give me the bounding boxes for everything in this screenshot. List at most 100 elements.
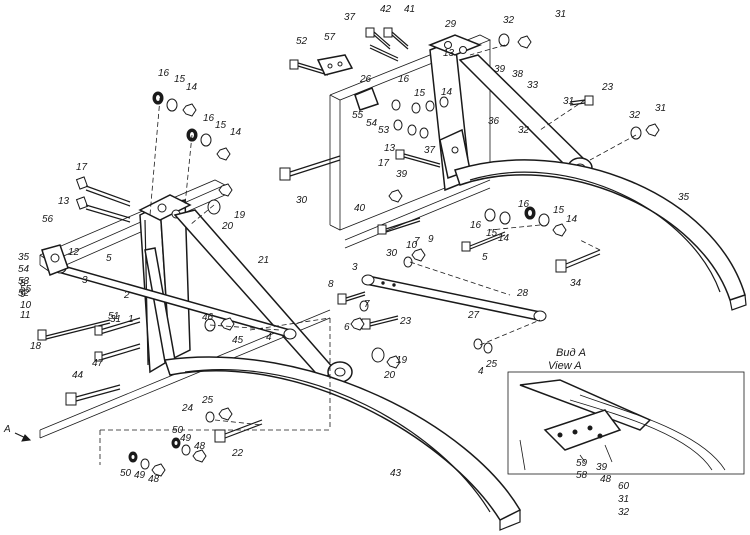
callout-l32c: 32 xyxy=(518,125,530,136)
callout-l30b: 30 xyxy=(386,248,398,259)
callout-l10a: 10 xyxy=(20,300,32,311)
callout-l33: 33 xyxy=(527,80,539,91)
callout-l8a: 8 xyxy=(20,278,26,289)
callout-l4b: 4 xyxy=(478,366,484,377)
callout-l48c: 48 xyxy=(600,474,612,485)
callout-l59: 59 xyxy=(576,458,588,469)
callout-l38: 38 xyxy=(512,69,524,80)
callout-l8b: 8 xyxy=(328,279,334,290)
callout-l53b: 53 xyxy=(18,276,30,287)
callout-l51: 51 xyxy=(108,311,119,322)
left-spring-arc-43 xyxy=(164,356,522,531)
callout-l2: 2 xyxy=(123,290,130,301)
left-hinge-56 xyxy=(41,244,69,276)
callout-l52b: 52 xyxy=(18,288,30,299)
callout-l26: 26 xyxy=(359,74,372,85)
callout-l25b: 25 xyxy=(485,359,498,370)
callout-l16c: 16 xyxy=(398,74,410,85)
callout-l27: 27 xyxy=(467,310,480,321)
bolt-16-right xyxy=(461,231,506,252)
bolt-17-right xyxy=(395,149,441,168)
callout-l49b: 49 xyxy=(134,470,146,481)
right-fasteners xyxy=(316,33,660,354)
callout-l13b: 13 xyxy=(443,48,455,59)
callout-l24: 24 xyxy=(181,403,194,414)
arrow-label: A xyxy=(3,424,11,435)
callout-l58: 58 xyxy=(576,470,588,481)
callout-l19b: 19 xyxy=(396,355,408,366)
callout-l47: 47 xyxy=(92,358,104,369)
callout-l39b: 39 xyxy=(396,169,408,180)
callout-l15a: 15 xyxy=(174,74,186,85)
bolt-23-top xyxy=(569,95,594,106)
bolt-41 xyxy=(383,27,409,50)
callout-l48b: 48 xyxy=(148,474,160,485)
callout-l23b: 23 xyxy=(399,316,412,327)
callout-l55b: 55 xyxy=(20,284,32,295)
callout-l30a: 30 xyxy=(296,195,308,206)
callout-l9b: 9 xyxy=(428,234,434,245)
callout-l15e: 15 xyxy=(553,205,565,216)
callout-l9a: 9 xyxy=(20,289,26,300)
callout-l31e: 31 xyxy=(618,494,629,505)
bolt-34 xyxy=(555,249,601,273)
callout-l13c: 13 xyxy=(384,143,396,154)
right-spring-arc-35 xyxy=(454,159,747,311)
callout-l35b: 35 xyxy=(18,252,30,263)
callout-l40: 40 xyxy=(354,203,366,214)
callout-l32a: 32 xyxy=(503,15,515,26)
callout-l57: 57 xyxy=(324,32,336,43)
callout-l49a: 49 xyxy=(180,433,192,444)
callout-l16b: 16 xyxy=(203,113,215,124)
bolt-44 xyxy=(65,384,121,406)
callout-l17b: 17 xyxy=(378,158,390,169)
view-title-ru: Вид А xyxy=(556,347,586,359)
bolt-30-mid xyxy=(377,217,421,235)
callout-l25a: 25 xyxy=(201,395,214,406)
callout-l15d: 15 xyxy=(486,228,498,239)
callout-l7b: 7 xyxy=(414,236,420,247)
left-bracket-body xyxy=(138,194,353,383)
left-lower-fasteners xyxy=(128,317,401,477)
callout-l42: 42 xyxy=(380,4,392,15)
callout-l6: 6 xyxy=(344,322,350,333)
bolt-30-top xyxy=(279,155,341,181)
callout-l12: 12 xyxy=(68,247,80,258)
callout-l15c: 15 xyxy=(414,88,426,99)
bolt-18-left xyxy=(37,319,111,341)
callout-l3b: 3 xyxy=(352,262,358,273)
callout-l7: 7 xyxy=(364,299,370,310)
callout-l16e: 16 xyxy=(518,199,530,210)
callout-l39c: 39 xyxy=(596,462,608,473)
view-arrow-a xyxy=(14,432,32,442)
right-tie-rod-27 xyxy=(361,274,547,322)
callout-l10b: 10 xyxy=(406,240,418,251)
left-dashed-leaders xyxy=(99,97,331,465)
callout-l15b: 15 xyxy=(215,120,227,131)
callout-l36: 36 xyxy=(488,116,500,127)
callout-l60: 60 xyxy=(618,481,630,492)
callout-l14b: 14 xyxy=(230,127,242,138)
bolt-13-left xyxy=(75,196,131,223)
callout-l20b: 20 xyxy=(383,370,396,381)
callout-l32d: 32 xyxy=(618,507,630,518)
callout-l5a: 5 xyxy=(106,253,112,264)
callout-l32b: 32 xyxy=(629,110,641,121)
callout-l31a: 31 xyxy=(555,9,566,20)
right-bolts xyxy=(279,27,601,330)
callout-l19a: 19 xyxy=(234,210,246,221)
bolt-51 xyxy=(94,317,141,336)
right-dashed-leaders xyxy=(409,44,637,346)
callout-l21: 21 xyxy=(257,255,269,266)
callout-l22: 22 xyxy=(231,448,244,459)
callout-l14a: 14 xyxy=(186,82,198,93)
callout-l44: 44 xyxy=(72,370,84,381)
callout-l5b: 5 xyxy=(482,252,488,263)
callout-l50a: 50 xyxy=(172,425,184,436)
callout-l29: 29 xyxy=(444,19,457,30)
bolt-8 xyxy=(337,291,366,305)
callout-l52a: 52 xyxy=(296,36,308,47)
